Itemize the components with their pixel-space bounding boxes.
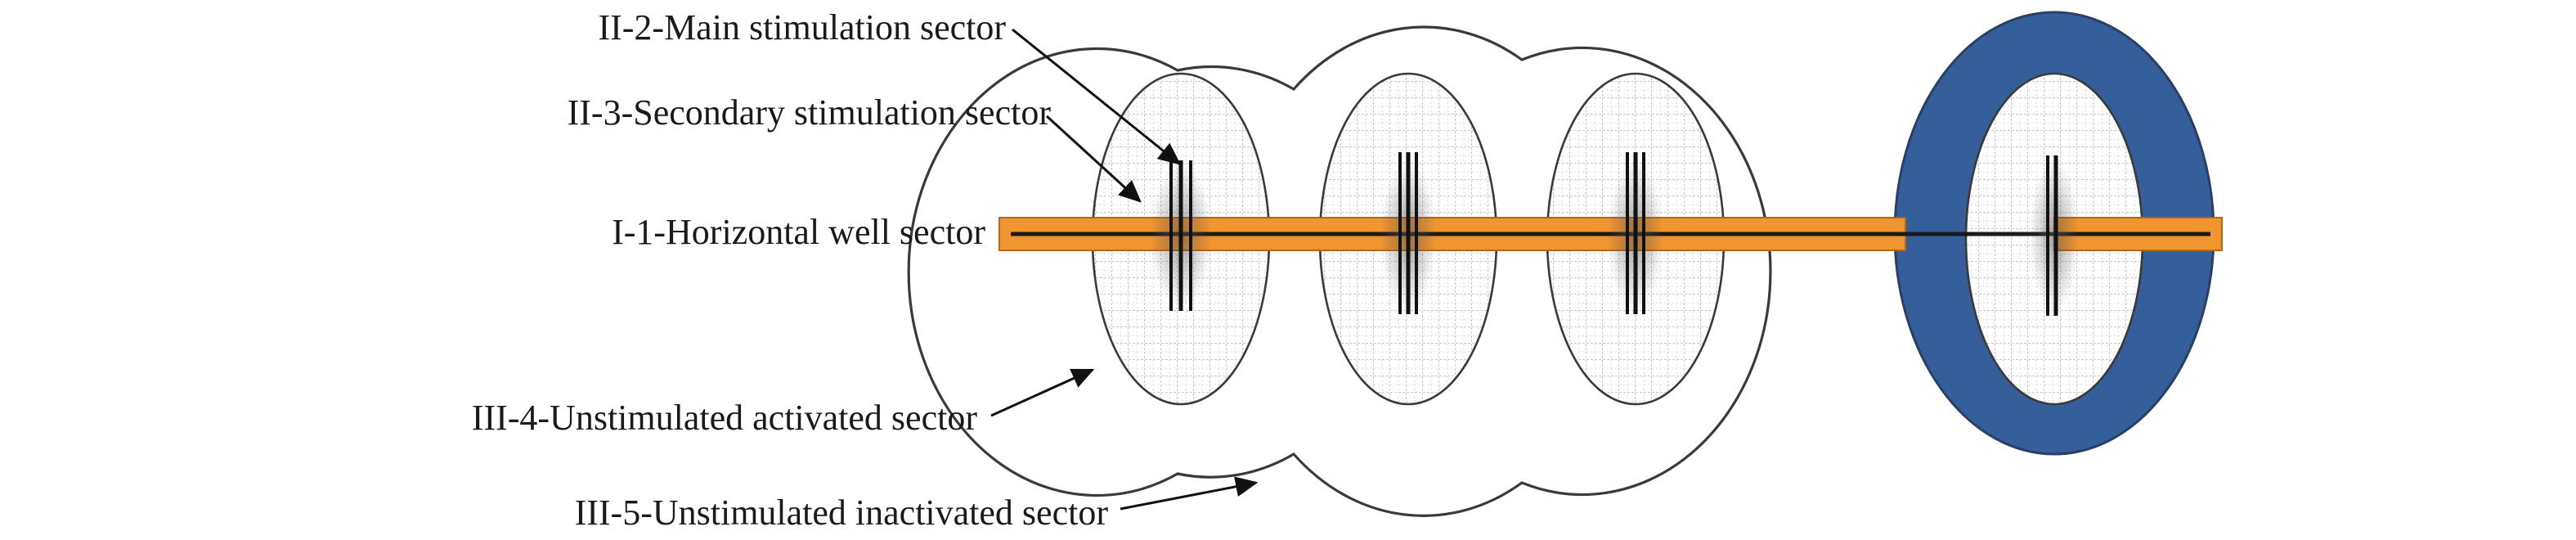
arrow-activated [990, 368, 1095, 417]
label-horizontal-well-sector: I-1-Horizontal well sector [612, 212, 985, 252]
label-arrows [990, 28, 1259, 511]
label-main-stimulation-sector: II-2-Main stimulation sector [598, 7, 1006, 47]
fracture-set-4 [2030, 155, 2079, 316]
arrow-main [1012, 28, 1181, 165]
fracture-set-1 [1150, 160, 1212, 311]
fracture-set-3 [1608, 152, 1663, 314]
arrow-inactivated [1120, 476, 1259, 511]
main-stimulation-fractures [1150, 152, 2079, 316]
label-secondary-stimulation-sector: II-3-Secondary stimulation sector [567, 92, 1051, 133]
arrow-secondary [1045, 115, 1142, 203]
label-unstimulated-inactivated-sector: III-5-Unstimulated inactivated sector [574, 493, 1108, 533]
fracture-set-2 [1380, 152, 1436, 314]
label-unstimulated-activated-sector: III-4-Unstimulated activated sector [471, 398, 977, 438]
